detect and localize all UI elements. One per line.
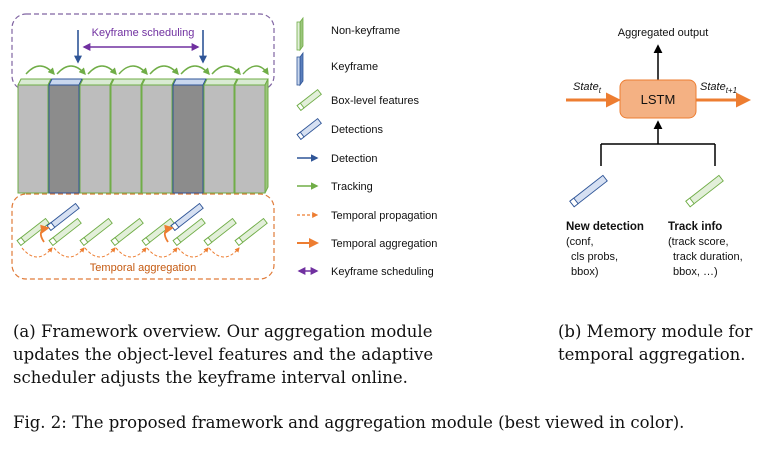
caption-a-line: scheduler adjusts the keyframe interval … [13,368,408,387]
new-detection-line: cls probs, [571,251,618,263]
frame-6 [234,78,269,194]
legend-label-detections: Detections [331,124,383,136]
detections-icon [296,117,322,140]
new-detection-line: bbox) [571,266,599,278]
tracking-arcs [25,65,269,76]
box-feature [48,217,82,246]
frame-4 [141,78,176,194]
frame-1 [17,78,52,194]
temporal-aggregation-curl [163,224,174,243]
box-feature [203,217,237,246]
memory-module-diagram: Aggregated output Statet LSTM Statet+1 N… [566,27,751,278]
track-info-line: bbox, …) [673,266,718,278]
figure-caption: Fig. 2: The proposed framework and aggre… [13,411,684,434]
legend-label-box-level-features: Box-level features [331,95,420,107]
framework-diagram: Keyframe scheduling [11,13,275,280]
legend-label-tracking: Tracking [331,181,373,193]
caption-b: (b) Memory module for temporal aggregati… [558,320,752,366]
new-detection-title: New detection [566,221,644,233]
non-keyframe-icon [296,16,304,52]
track-info-feature-icon [685,174,724,208]
new-detection-line: (conf, [566,236,594,248]
figure-caption-text: Fig. 2: The proposed framework and aggre… [13,413,685,432]
track-info-line: track duration, [673,251,743,263]
box-feature [234,217,268,246]
state-out-label: Statet+1 [700,81,737,95]
aggregated-output-label: Aggregated output [618,27,709,39]
frame-5 [203,78,238,194]
frame-2 [79,78,114,194]
caption-a-line: (a) Framework overview. Our aggregation … [13,322,433,341]
caption-a: (a) Framework overview. Our aggregation … [13,320,433,389]
lstm-label: LSTM [641,92,676,107]
box-feature [79,217,113,246]
box-feature [172,217,206,246]
legend-label-detection: Detection [331,153,377,165]
keyframe-1 [48,78,83,194]
track-info-line: (track score, [668,236,729,248]
legend-label-keyframe: Keyframe [331,61,378,73]
box-features-group [16,202,268,246]
temporal-aggregation-region [11,193,275,280]
legend-label-temporal-propagation: Temporal propagation [331,210,437,222]
state-in-label: Statet [573,81,602,95]
temporal-aggregation-label: Temporal aggregation [90,262,196,274]
keyframe-icon [296,51,304,87]
box-level-features-icon [296,88,322,111]
temporal-aggregation-curl [39,224,50,243]
box-feature [141,217,175,246]
legend-label-keyframe-scheduling: Keyframe scheduling [331,266,434,278]
frame-3 [110,78,145,194]
legend-label-non-keyframe: Non-keyframe [331,25,400,37]
new-detection-feature-icon [569,174,608,208]
box-feature [110,217,144,246]
keyframe-scheduling-label: Keyframe scheduling [92,27,195,39]
input-connector [600,143,716,166]
temporal-propagation-arcs [21,247,240,258]
legend: Non-keyframe Keyframe Box-level features… [296,16,437,278]
caption-a-line: updates the object-level features and th… [13,345,434,364]
track-info-title: Track info [668,221,722,233]
caption-b-line: (b) Memory module for [558,322,753,341]
legend-label-temporal-aggregation: Temporal aggregation [331,238,437,250]
keyframe-2 [172,78,207,194]
frames-group [17,78,269,194]
caption-b-line: temporal aggregation. [558,345,746,364]
